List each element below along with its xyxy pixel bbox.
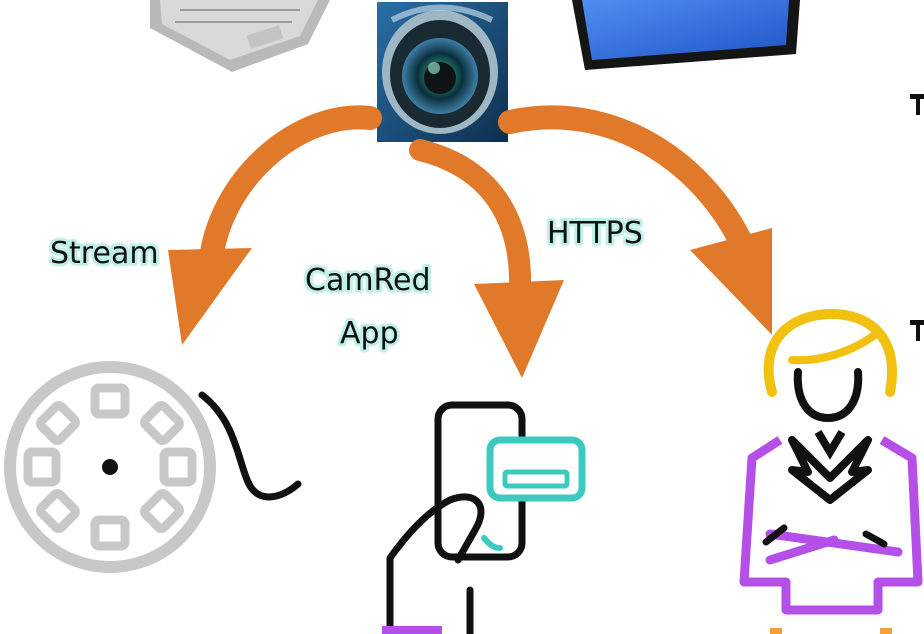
film-reel-icon — [4, 361, 302, 573]
arrow-to-user — [498, 105, 772, 335]
label-stream: Stream — [50, 236, 159, 271]
user-icon — [739, 308, 923, 634]
security-camera-icon — [377, 2, 508, 142]
tablet-icon — [572, 0, 800, 70]
laptop-icon — [150, 0, 330, 72]
label-app-line1: CamRed — [305, 263, 431, 298]
label-https: HTTPS — [547, 216, 643, 251]
edge-marks — [910, 94, 924, 341]
label-app-line2: App — [340, 316, 399, 351]
arrow-to-stream — [168, 105, 382, 345]
arrow-to-app — [409, 139, 564, 378]
phone-remote-icon — [382, 401, 586, 634]
